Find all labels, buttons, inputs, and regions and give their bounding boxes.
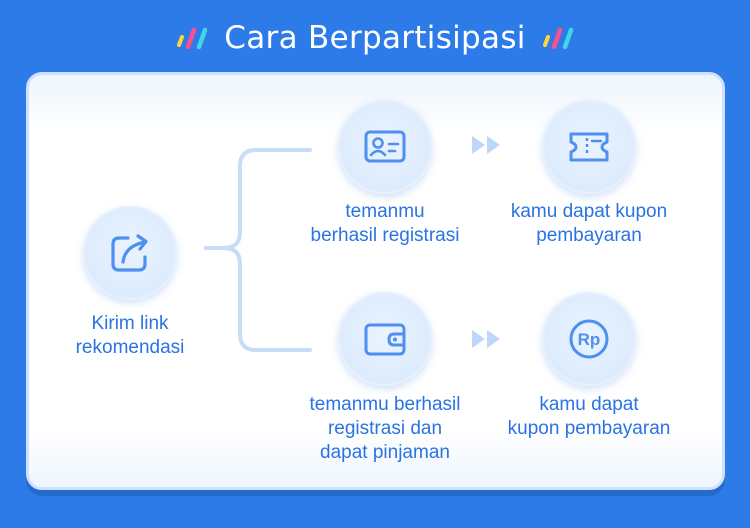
coupon-reward-label: kamu dapat kupon pembayaran [510,201,668,246]
rupiah-coin-icon: Rp [569,319,609,359]
ticket-icon [569,132,609,162]
share-step-circle [83,206,177,300]
id-card-icon [364,130,406,163]
decorative-strokes-left-icon [177,27,208,50]
loan-step-circle [338,292,432,386]
wallet-icon [364,323,406,356]
share-icon [111,234,148,272]
share-step-label: Kirim link rekomendasi [75,313,185,358]
registration-step-circle [338,100,432,194]
double-chevron-right-icon [472,136,500,154]
registration-step-label: temanmu berhasil registrasi [310,201,460,246]
payment-coupon-reward-label: kamu dapat kupon pembayaran [507,394,671,439]
loan-step-label: temanmu berhasil registrasi dan dapat pi… [309,394,461,463]
coin-text: Rp [578,330,601,349]
title-bar: Cara Berpartisipasi [0,14,750,62]
payment-coupon-reward-circle: Rp [542,292,636,386]
double-chevron-right-icon [472,330,500,348]
decorative-strokes-right-icon [542,27,573,50]
coupon-reward-circle [542,100,636,194]
page-title: Cara Berpartisipasi [224,20,526,56]
